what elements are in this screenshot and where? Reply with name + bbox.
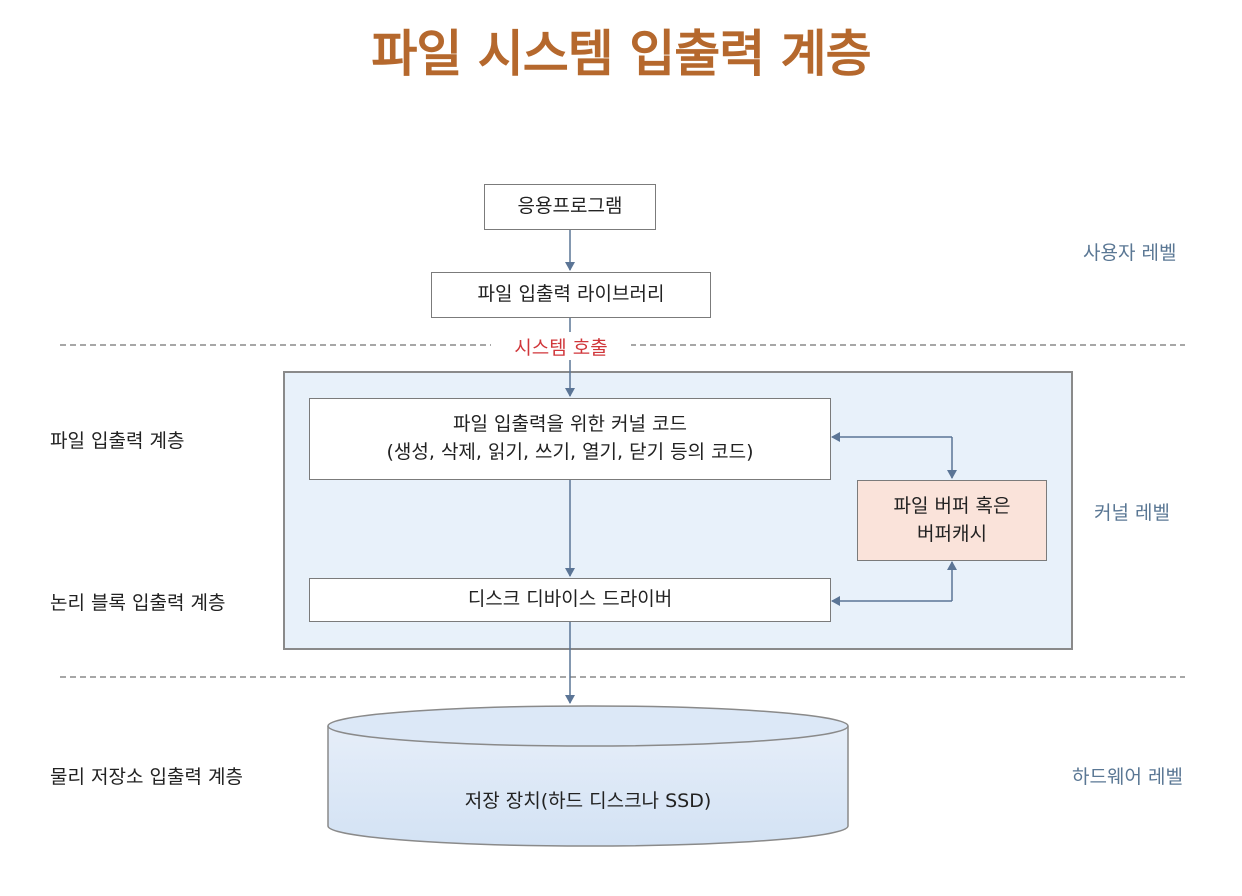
layer-label-file-io: 파일 입출력 계층 — [50, 430, 185, 452]
app-box: 응용프로그램 — [484, 184, 656, 230]
level-label-hardware: 하드웨어 레벨 — [1072, 766, 1183, 788]
storage-label: 저장 장치(하드 디스크나 SSD) — [464, 790, 712, 812]
kernel-code-label-line1: 파일 입출력을 위한 커널 코드 — [453, 413, 687, 436]
disk-driver-box: 디스크 디바이스 드라이버 — [309, 578, 831, 622]
layer-label-logical-block-io: 논리 블록 입출력 계층 — [50, 592, 226, 614]
kernel-code-label-line2: (생성, 삭제, 읽기, 쓰기, 열기, 닫기 등의 코드) — [386, 441, 754, 463]
system-call-label: 시스템 호출 — [491, 332, 631, 360]
level-label-user: 사용자 레벨 — [1083, 242, 1177, 264]
level-label-kernel: 커널 레벨 — [1094, 502, 1170, 524]
layer-label-physical-storage-io: 물리 저장소 입출력 계층 — [50, 766, 243, 788]
app-label: 응용프로그램 — [517, 195, 623, 218]
storage-cylinder — [327, 705, 849, 847]
kernel-code-box: 파일 입출력을 위한 커널 코드 (생성, 삭제, 읽기, 쓰기, 열기, 닫기… — [309, 398, 831, 480]
library-box: 파일 입출력 라이브러리 — [431, 272, 711, 318]
buffer-cache-box: 파일 버퍼 혹은 버퍼캐시 — [857, 480, 1047, 561]
buffer-label-line2: 버퍼캐시 — [917, 522, 987, 545]
buffer-label-line1: 파일 버퍼 혹은 — [893, 494, 1011, 517]
page-title: 파일 시스템 입출력 계층 — [371, 25, 871, 83]
disk-driver-label: 디스크 디바이스 드라이버 — [467, 588, 673, 611]
library-label: 파일 입출력 라이브러리 — [477, 283, 665, 306]
